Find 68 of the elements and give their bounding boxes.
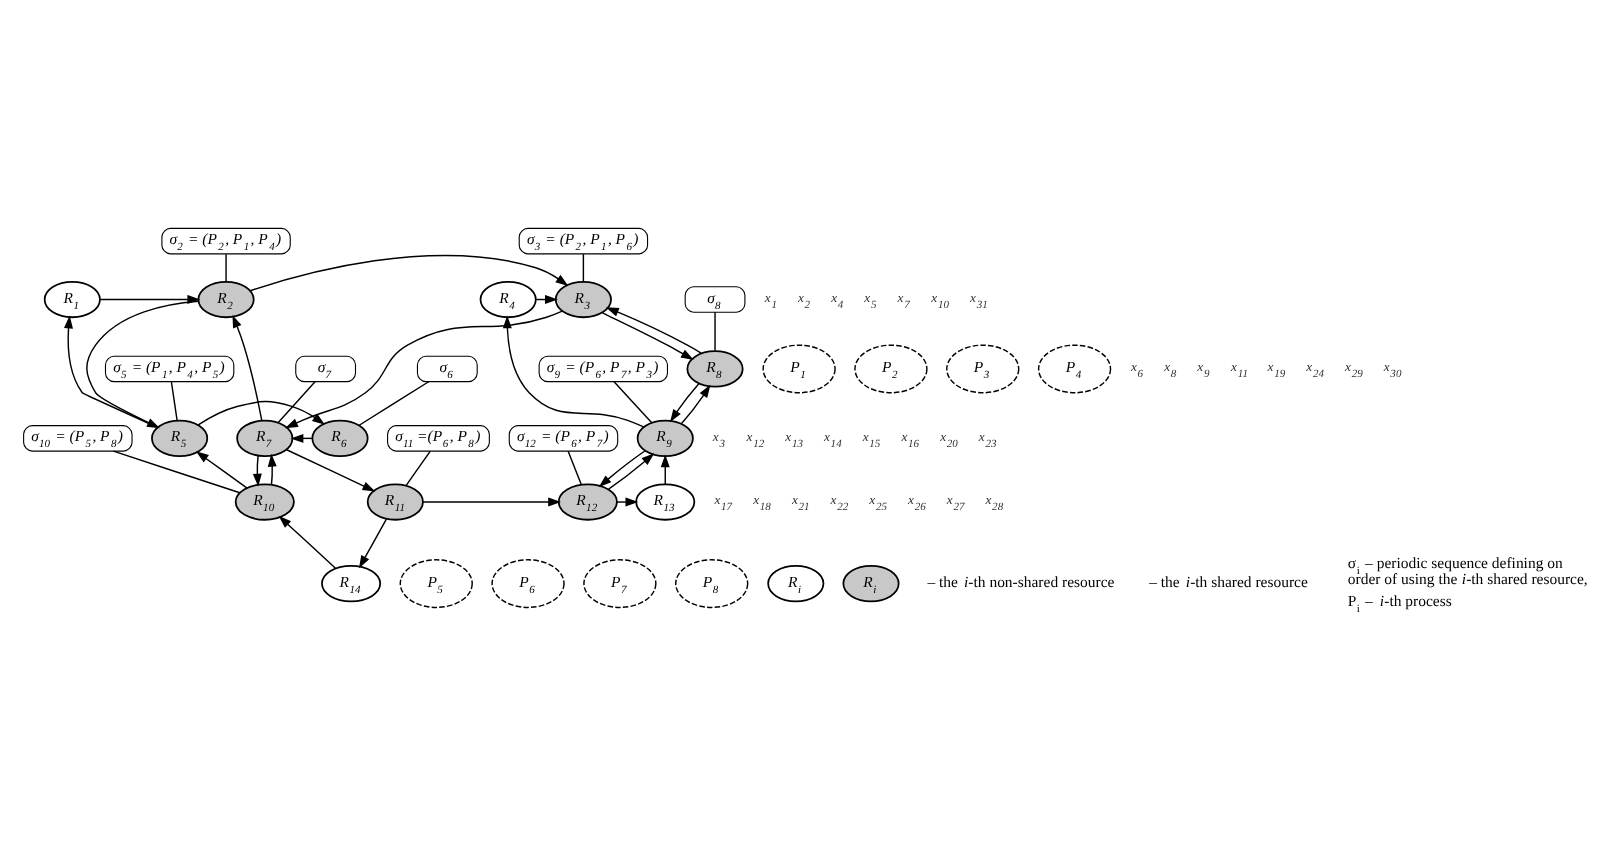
connector xyxy=(225,253,227,282)
connector xyxy=(613,381,653,424)
arrow xyxy=(605,307,702,354)
legend-label: – the i-th non-shared resource xyxy=(927,572,1115,591)
node-ellipse: R$_{5}$ xyxy=(151,419,209,457)
node-ellipse: P$_{6}$ xyxy=(491,559,565,609)
node-box: σ$_{11}$ =(P$_{6}$, P$_{8}$) xyxy=(387,425,490,452)
legend-label: – the i-th shared resource xyxy=(1149,572,1308,591)
node-ellipse: R$_{12}$ xyxy=(557,483,618,521)
arrow xyxy=(278,515,337,569)
arrow xyxy=(598,450,646,488)
connector xyxy=(277,381,316,424)
node-ellipse: R$_{1}$ xyxy=(43,280,101,319)
arrow xyxy=(607,453,655,490)
node-box: σ$_{10}$ = (P$_{5}$, P$_{8}$) xyxy=(23,425,133,452)
label: σ$_{i}$ – periodic sequence defining on order of using the i-th shared resource, xyxy=(1347,554,1588,588)
node-box: σ$_{8}$ xyxy=(684,286,746,313)
node-ellipse: R$_{i}$ xyxy=(842,565,900,603)
node-ellipse: R$_{7}$ xyxy=(236,419,294,457)
node-ellipse: R$_{2}$ xyxy=(197,280,255,319)
connector xyxy=(405,450,431,486)
node-box: σ$_{3}$ = (P$_{2}$, P$_{1}$, P$_{6}$) xyxy=(518,227,649,255)
node-ellipse: P$_{1}$ xyxy=(762,344,836,394)
arrow xyxy=(285,310,563,429)
arrow xyxy=(195,451,248,489)
node-box: σ$_{12}$ = (P$_{6}$, P$_{7}$) xyxy=(508,425,619,452)
node-ellipse: R$_{10}$ xyxy=(234,483,295,521)
arrow xyxy=(680,384,711,425)
arrow xyxy=(670,382,700,423)
arrow xyxy=(267,453,277,486)
arrow xyxy=(99,295,201,304)
node-box: σ$_{9}$ = (P$_{6}$, P$_{7}$, P$_{3}$) xyxy=(538,355,668,383)
arrow xyxy=(252,455,262,487)
node-ellipse: R$_{9}$ xyxy=(636,419,694,457)
arrow xyxy=(232,314,263,422)
node-ellipse: P$_{8}$ xyxy=(675,559,749,609)
node-ellipse: P$_{4}$ xyxy=(1037,344,1112,394)
connector xyxy=(358,381,430,426)
node-ellipse: R$_{4}$ xyxy=(479,280,537,319)
arrow xyxy=(502,315,645,428)
node-ellipse: R$_{11}$ xyxy=(366,483,424,521)
node-ellipse: R$_{6}$ xyxy=(311,419,369,457)
arrow xyxy=(358,518,388,569)
node-ellipse: P$_{2}$ xyxy=(854,344,928,394)
node-ellipse: P$_{7}$ xyxy=(583,559,657,609)
connector xyxy=(170,381,178,422)
arrow xyxy=(249,254,569,292)
node-ellipse: P$_{5}$ xyxy=(399,559,473,609)
node-ellipse: R$_{14}$ xyxy=(321,565,382,603)
connector xyxy=(582,253,585,282)
node-box: σ$_{2}$ = (P$_{2}$, P$_{1}$, P$_{4}$) xyxy=(161,227,291,255)
node-ellipse: R$_{i}$ xyxy=(767,565,825,603)
node-ellipse: R$_{3}$ xyxy=(554,280,612,319)
arrow xyxy=(285,449,376,492)
node-ellipse: R$_{13}$ xyxy=(635,483,696,521)
node-box: σ$_{7}$ xyxy=(295,355,357,383)
node-ellipse: R$_{8}$ xyxy=(686,350,744,388)
label: P$_{i}$ – i-th process xyxy=(1347,591,1452,616)
arrow xyxy=(616,497,639,507)
connector xyxy=(714,311,716,352)
node-box: σ$_{5}$ = (P$_{1}$, P$_{4}$, P$_{5}$) xyxy=(104,355,235,383)
arrow xyxy=(197,400,325,426)
connector xyxy=(112,450,241,494)
node-ellipse: P$_{3}$ xyxy=(946,344,1020,394)
connector xyxy=(567,450,582,485)
arrow xyxy=(601,312,694,360)
arrow xyxy=(422,497,562,507)
node-box: σ$_{6}$ xyxy=(416,355,478,383)
